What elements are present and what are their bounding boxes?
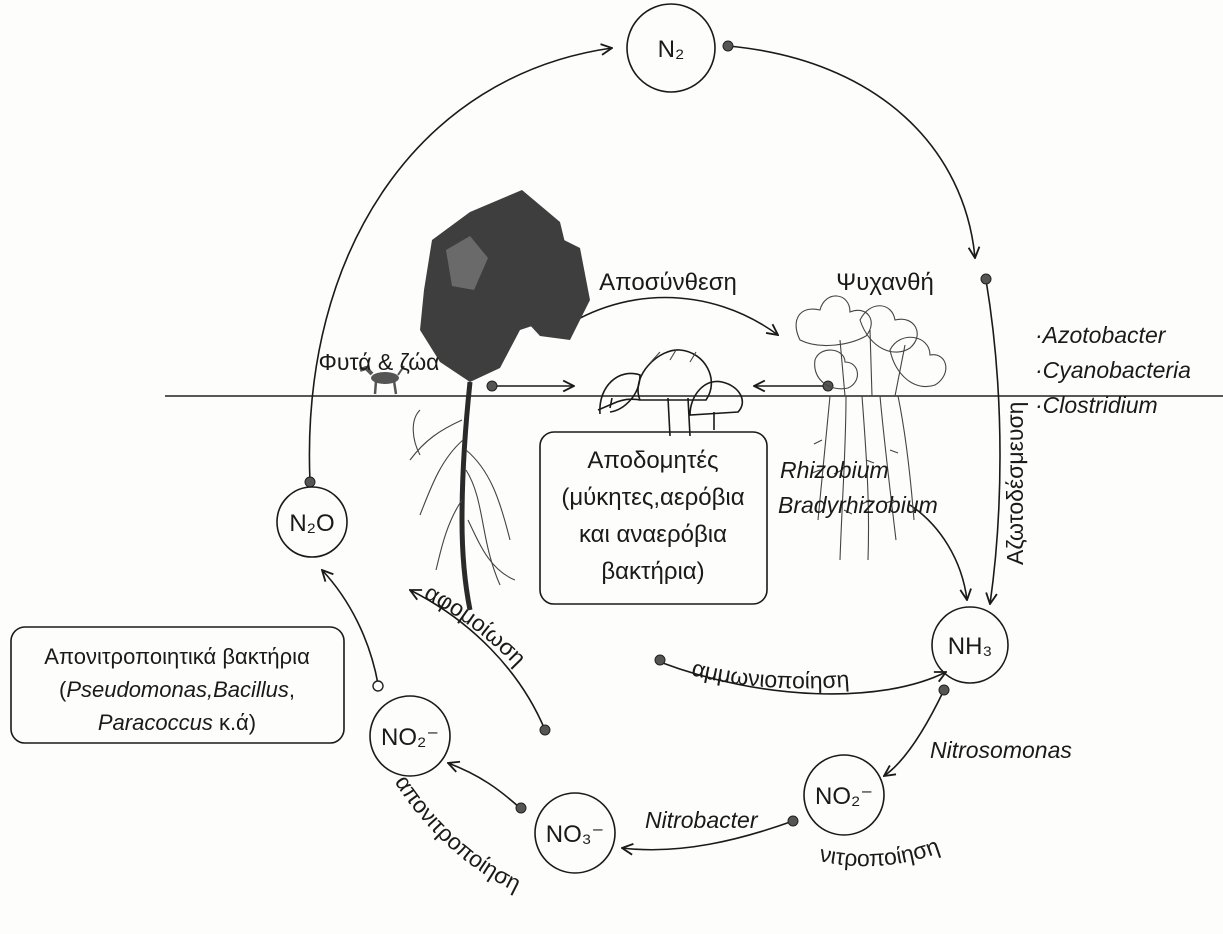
- connector-dot: [939, 685, 949, 695]
- connector-dot: [723, 41, 733, 51]
- fixer-azotobacter: ·Azotobacter: [1035, 322, 1167, 348]
- legume-plant-illustration: [796, 296, 946, 560]
- legumes-label: Ψυχανθή: [836, 269, 934, 296]
- fixer-clostridium: ·Clostridium: [1035, 392, 1158, 418]
- node-n2o-label: N₂O: [289, 510, 334, 537]
- arrow-no3-to-no2-left: [448, 763, 520, 808]
- node-n2: N₂: [627, 4, 715, 92]
- denitrifiers-line-2: (Pseudomonas,Bacillus,: [59, 677, 295, 702]
- connector-dot: [981, 274, 991, 284]
- node-n2o: N₂O: [277, 487, 347, 557]
- symbiont-rhizobium: Rhizobium: [780, 457, 889, 483]
- denitrifiers-box: Απονιτροποιητικά βακτήρια (Pseudomonas,B…: [11, 627, 344, 743]
- arrow-nh3-to-no2: [884, 690, 944, 776]
- tree-illustration: [410, 190, 590, 610]
- connector-dot: [788, 816, 798, 826]
- arrow-fixation-to-nh3: [986, 280, 1000, 604]
- node-no3-label: NO₃⁻: [546, 821, 604, 848]
- connector-dot: [516, 803, 526, 813]
- decomposers-box: Αποδομητές (μύκητες,αερόβια και αναερόβι…: [540, 432, 767, 604]
- connector-dot: [305, 477, 315, 487]
- denitrification-label: απονιτροποίηση: [390, 770, 525, 896]
- nitrogen-fixation-label: Αζωτοδέσμευση: [1002, 402, 1028, 565]
- node-nh3: NH₃: [932, 607, 1008, 683]
- decomposers-line-1: Αποδομητές: [587, 447, 718, 474]
- decomposers-line-4: βακτήρια): [601, 558, 704, 585]
- node-no3: NO₃⁻: [535, 793, 615, 873]
- node-no2-left-label: NO₂⁻: [381, 724, 439, 751]
- nitrification-label: νιτροποίηση: [818, 832, 943, 871]
- connector-dot: [540, 725, 550, 735]
- assimilation-label: αφομοίωση: [421, 579, 532, 671]
- node-no2-left: NO₂⁻: [370, 696, 450, 776]
- mushrooms-illustration: [598, 350, 742, 436]
- symbiont-bradyrhizobium: Bradyrhizobium: [778, 492, 938, 518]
- plants-animals-label: Φυτά & ζώα: [319, 349, 440, 375]
- node-n2-label: N₂: [658, 36, 685, 63]
- node-nh3-label: NH₃: [948, 633, 992, 660]
- connector-dot: [655, 655, 665, 665]
- decomposers-line-3: και αναερόβια: [579, 521, 727, 548]
- denitrifiers-line-3: Paracoccus κ.ά): [98, 710, 256, 735]
- decomposers-line-2: (μύκητες,αερόβια: [561, 484, 744, 511]
- nitrosomonas-label: Nitrosomonas: [930, 737, 1072, 763]
- connector-dot: [487, 381, 497, 391]
- fixer-cyanobacteria: ·Cyanobacteria: [1035, 357, 1191, 383]
- decomposition-label: Αποσύνθεση: [599, 269, 737, 296]
- connector-dot-open: [373, 681, 383, 691]
- node-no2-right: NO₂⁻: [804, 755, 884, 835]
- nitrobacter-label: Nitrobacter: [645, 807, 759, 833]
- arrow-legume-to-nh3: [910, 505, 967, 600]
- ammonification-label: αμμωνιοποίηση: [689, 655, 850, 694]
- denitrifiers-title: Απονιτροποιητικά βακτήρια: [44, 644, 310, 669]
- arrow-n2-to-fixation: [728, 46, 975, 258]
- node-no2-right-label: NO₂⁻: [815, 783, 873, 810]
